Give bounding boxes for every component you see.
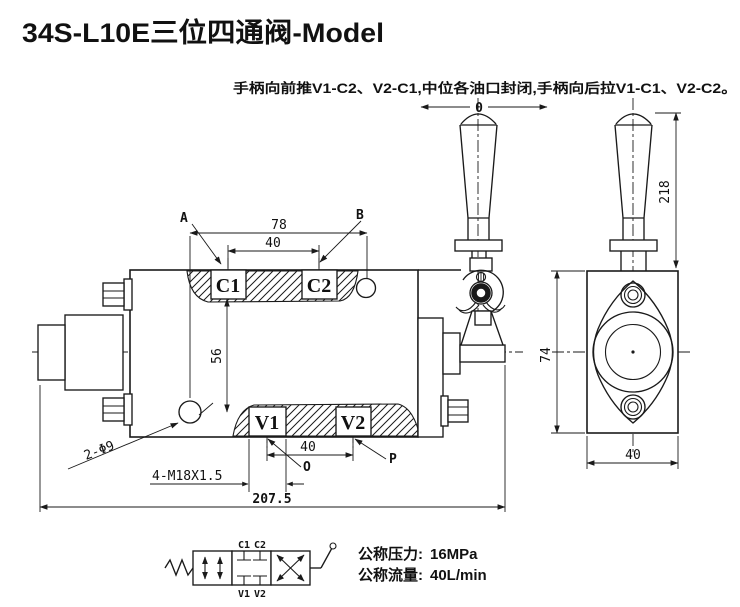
port-label-c2: C2	[307, 275, 331, 297]
dim-holes: 2-Φ9	[82, 439, 117, 464]
spec-block: 公称压力: 16MPa 公称流量: 40L/min	[358, 545, 487, 584]
side-handle	[609, 113, 658, 271]
leader-o: O	[303, 460, 311, 475]
schematic-label-v1: V1	[238, 589, 250, 600]
pressure-value: 16MPa	[430, 546, 478, 563]
leader-b: B	[356, 208, 364, 223]
dim-218: 218	[658, 180, 673, 203]
port-box-v1	[248, 406, 287, 437]
lever-pivot-mechanism	[417, 269, 506, 438]
hole-phi9	[178, 400, 202, 424]
schematic-label-v2: V2	[254, 589, 266, 600]
end-cap-step	[64, 314, 124, 391]
zero-position-marker: 0	[420, 101, 548, 116]
flow-value: 40L/min	[430, 567, 487, 584]
dim-overall: 207.5	[252, 492, 291, 507]
valve-schematic: C1 C2 V1 V2	[164, 540, 337, 600]
pivot-pin	[469, 271, 493, 305]
dim-56: 56	[210, 348, 225, 364]
dim-78: 78	[271, 218, 287, 233]
port-label-v2: V2	[341, 412, 365, 434]
port-label-v1: V1	[255, 412, 279, 434]
side-view: 218 74 40	[539, 112, 681, 469]
schematic-label-c1: C1	[238, 540, 250, 551]
front-handle	[454, 113, 503, 272]
retaining-clip	[455, 301, 506, 314]
operation-instruction: 手柄向前推V1-C2、V2-C1,中位各油口封闭,手柄向后拉V1-C1、V2-C…	[233, 80, 737, 96]
port-box-v2	[335, 406, 372, 437]
dim-74: 74	[539, 347, 554, 363]
flow-label: 公称流量:	[358, 566, 423, 584]
zero-label: 0	[475, 101, 483, 116]
nominal-flow: 公称流量: 40L/min	[358, 566, 487, 584]
closed-center-position	[237, 551, 267, 585]
flange-outline	[592, 280, 674, 424]
flange-bolt-bottom	[620, 394, 646, 420]
left-top-bolt	[102, 278, 133, 311]
left-bottom-bolt	[102, 393, 133, 426]
port-box-c2	[301, 269, 338, 300]
nominal-pressure: 公称压力: 16MPa	[358, 545, 478, 563]
right-bolt	[440, 395, 469, 427]
schematic-label-c2: C2	[254, 540, 266, 551]
crossed-flow-position	[276, 554, 305, 582]
port-label-c1: C1	[216, 275, 240, 297]
push-pin	[459, 344, 506, 363]
pressure-label: 公称压力:	[358, 545, 423, 563]
hole-b	[355, 277, 377, 299]
flange-bolt-top	[620, 282, 646, 308]
dim-40-bottom: 40	[300, 440, 316, 455]
page-title: 34S-L10E三位四通阀-Model	[22, 17, 384, 48]
dim-40-top: 40	[265, 236, 281, 251]
front-view-body: C1 C2 V1 V2	[37, 269, 461, 438]
dim-40-side: 40	[625, 448, 641, 463]
dim-thread: 4-M18X1.5	[152, 469, 222, 484]
port-box-c1	[210, 269, 247, 300]
parallel-flow-position	[202, 556, 223, 580]
spring-symbol	[164, 558, 194, 577]
end-cap-tip	[37, 324, 66, 381]
leader-p: P	[389, 452, 397, 467]
lever-symbol	[310, 542, 337, 569]
leader-a: A	[180, 211, 188, 226]
